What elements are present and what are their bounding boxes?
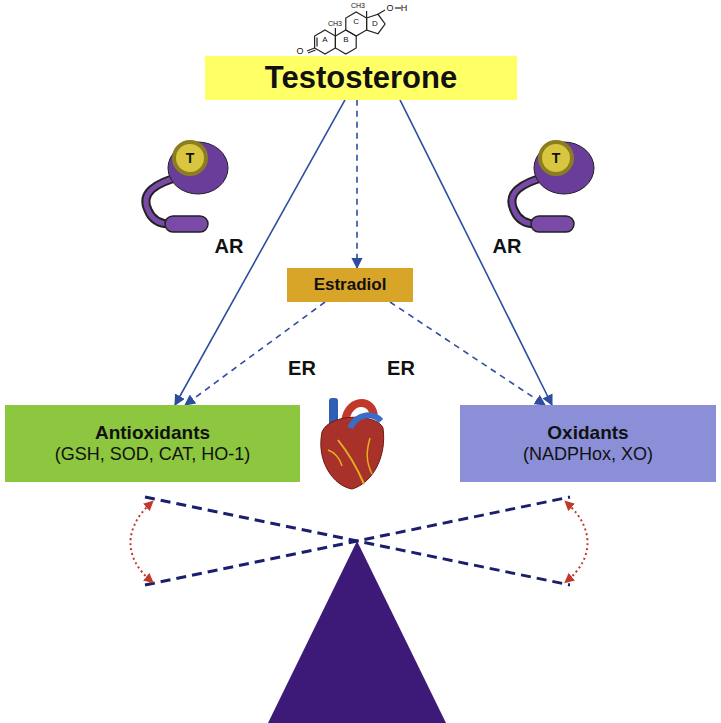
tilt-arrow xyxy=(131,504,151,580)
oxidant-box: Oxidants(NADPHox, XO) xyxy=(460,405,716,482)
arrow-connector xyxy=(185,302,325,405)
node-title: Oxidants xyxy=(547,422,628,444)
ligand-label: T xyxy=(186,151,195,165)
node-title: Estradiol xyxy=(314,275,387,295)
receptor-label: AR xyxy=(215,236,244,256)
tilt-arrow xyxy=(568,504,588,580)
arrow-connector xyxy=(356,100,358,268)
methyl-label: CH3 xyxy=(351,2,365,9)
receptor-icon xyxy=(146,142,228,232)
node-body: (NADPHox, XO) xyxy=(523,444,653,465)
antioxidant-box: Antioxidants(GSH, SOD, CAT, HO-1) xyxy=(5,405,300,482)
ring-letter: A xyxy=(322,36,327,44)
ring-letter: B xyxy=(343,36,348,44)
atom-label: O xyxy=(386,4,393,13)
steroid-structure xyxy=(307,8,401,54)
hormone-box: Testosterone xyxy=(205,56,517,100)
methyl-label: CH3 xyxy=(328,20,342,27)
ring-letter: D xyxy=(372,20,378,28)
receptor-label: ER xyxy=(288,358,316,378)
node-title: Antioxidants xyxy=(95,422,210,444)
atom-label: O xyxy=(296,47,303,56)
arrow-connector xyxy=(175,100,345,405)
arrow-connector xyxy=(400,100,552,405)
node-title: Testosterone xyxy=(265,60,457,96)
fulcrum xyxy=(268,541,446,723)
arrow-connector xyxy=(390,302,545,405)
ring-letter: C xyxy=(353,18,359,26)
receptor-icon xyxy=(512,142,594,232)
heart-illustration xyxy=(321,398,384,489)
metabolite-box: Estradiol xyxy=(287,268,413,302)
receptor-label: ER xyxy=(387,358,415,378)
node-body: (GSH, SOD, CAT, HO-1) xyxy=(55,444,251,465)
ligand-label: T xyxy=(552,151,561,165)
receptor-label: AR xyxy=(493,236,522,256)
atom-label: H xyxy=(401,4,408,13)
